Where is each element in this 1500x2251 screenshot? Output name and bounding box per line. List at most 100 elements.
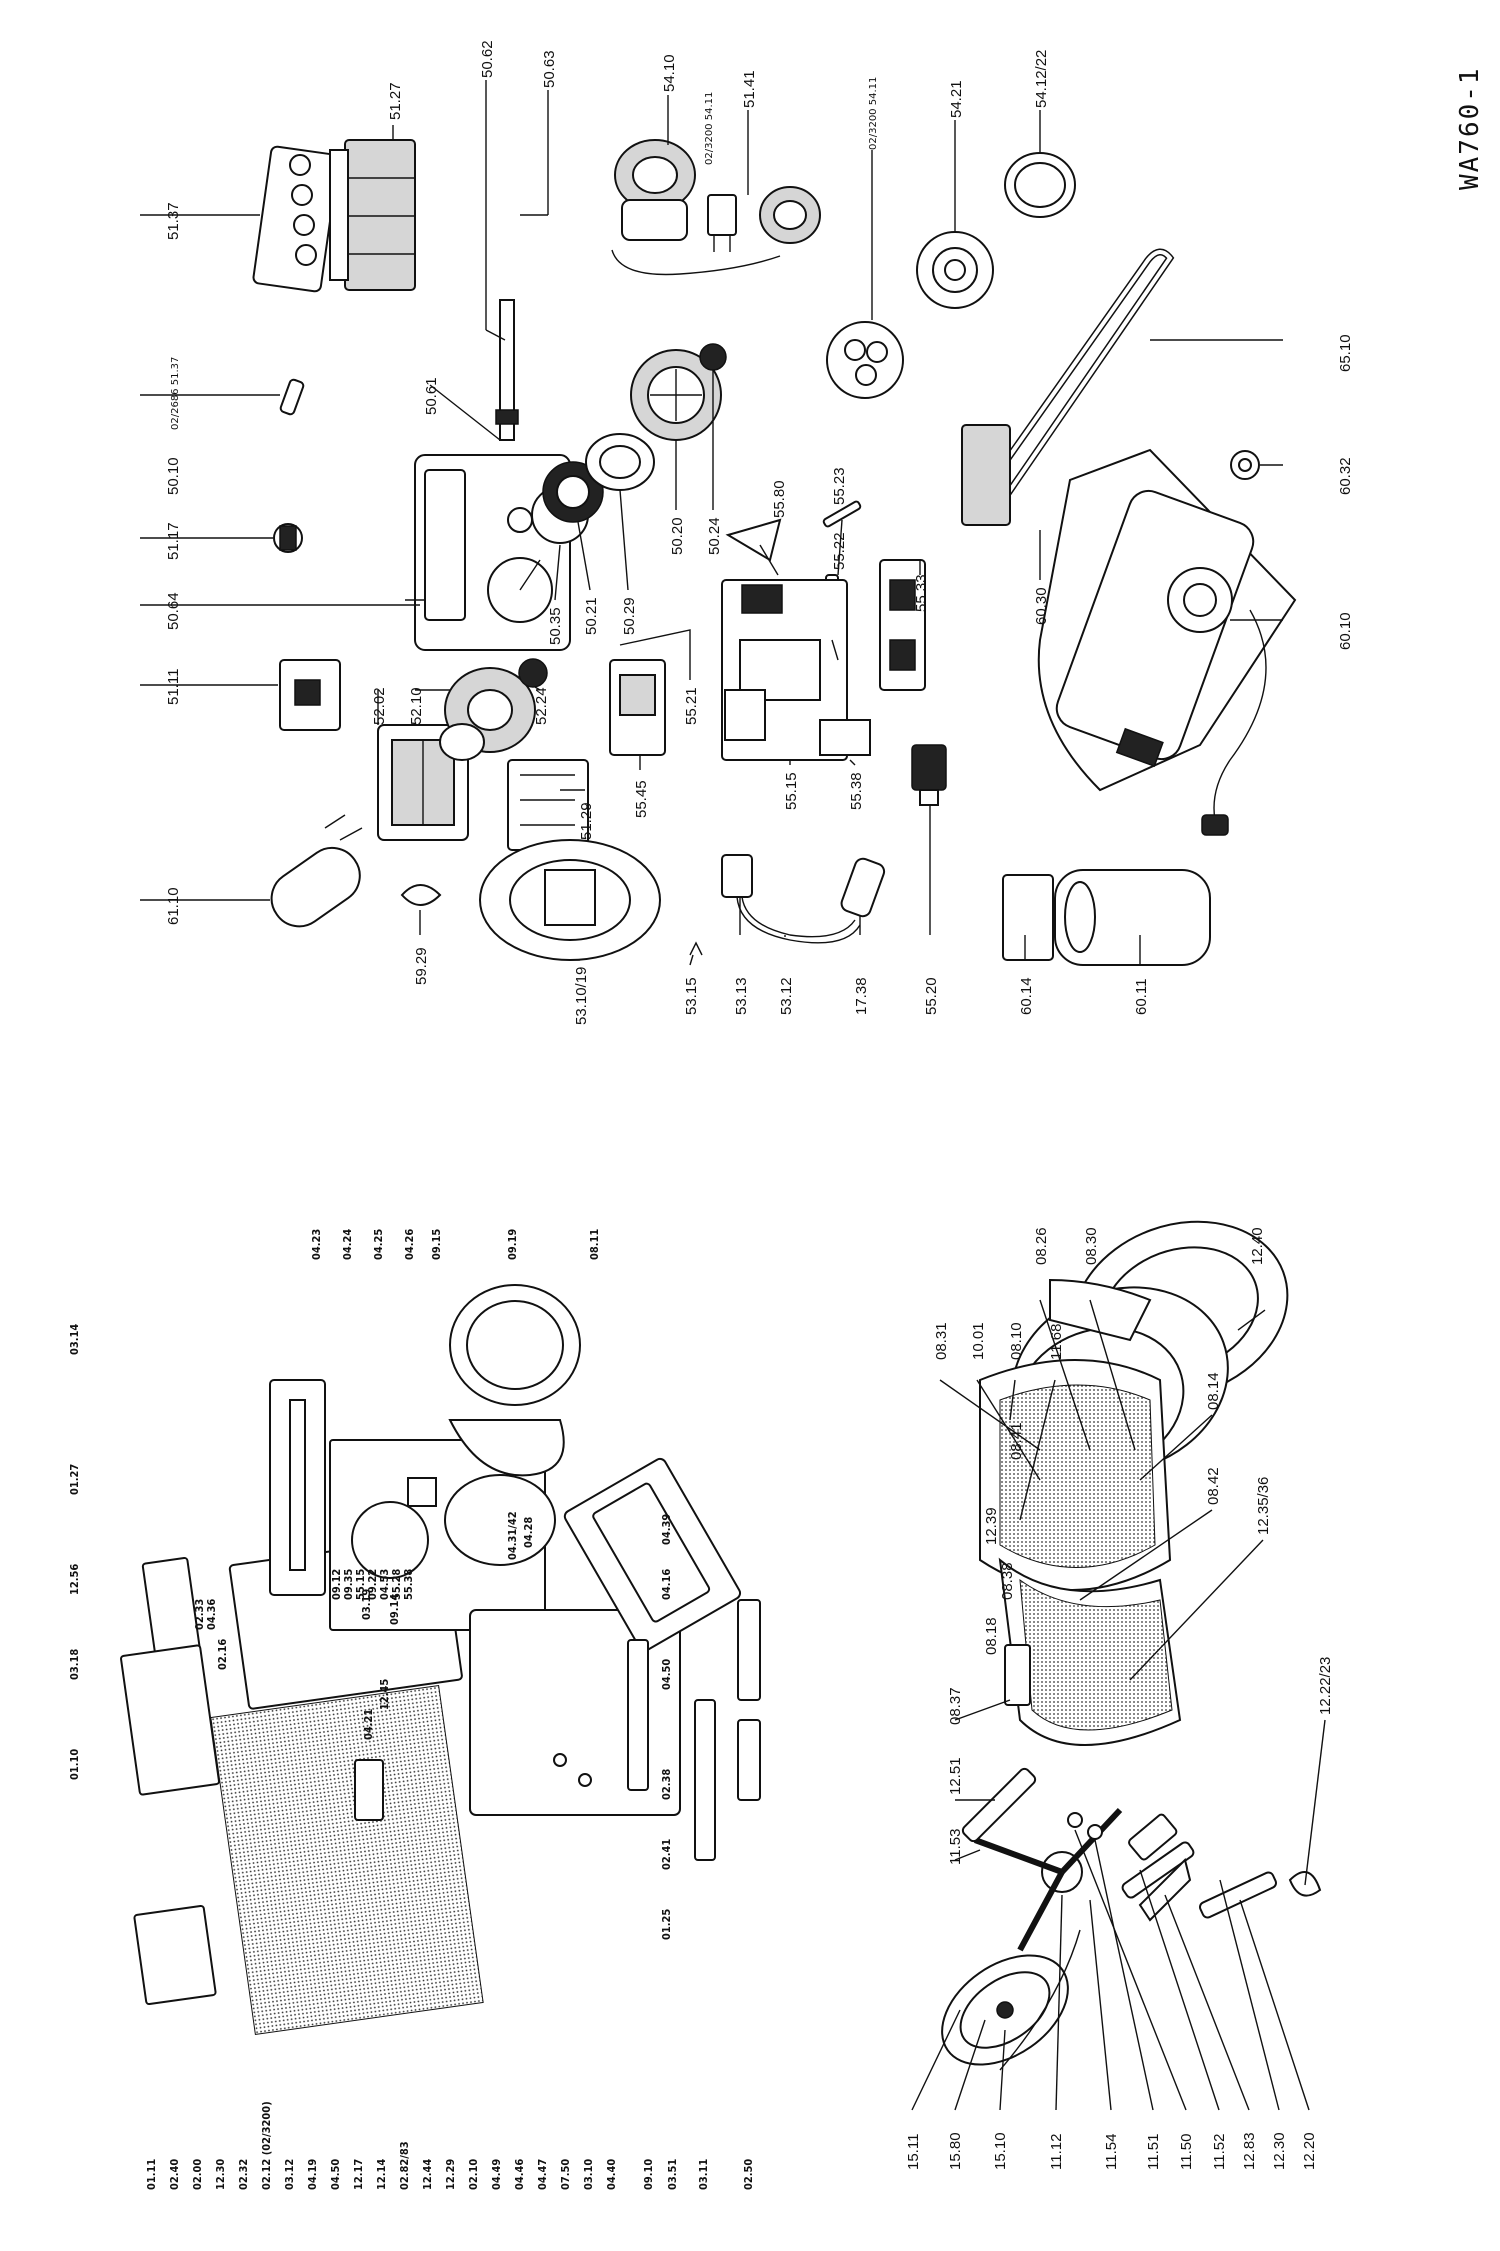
label-02-40: 02.40 (168, 2159, 181, 2190)
component-group-top (252, 139, 1297, 966)
label-12-56: 12.56 (68, 1564, 81, 1595)
label-59-29: 59.29 (413, 947, 430, 985)
label-09-12: 09.12 (330, 1569, 343, 1600)
label-03-19: 03.19 (360, 1589, 373, 1620)
label-55-45: 55.45 (633, 780, 650, 818)
label-02-41: 02.41 (660, 1839, 673, 1870)
bracket-55-80 (725, 518, 782, 562)
label-10-01: 10.01 (970, 1322, 987, 1360)
label-11-68: 11.68 (1048, 1324, 1065, 1360)
label-09-19: 09.19 (506, 1229, 519, 1260)
cabinet-side-panel (210, 1684, 484, 2036)
label-01-10: 01.10 (68, 1749, 81, 1780)
label-02-00: 02.00 (191, 2159, 204, 2190)
label-55-33: 55.33 (913, 574, 930, 612)
label-50-21: 50.21 (583, 597, 600, 635)
label-03-51: 03.51 (666, 2159, 679, 2190)
label-12-29: 12.29 (444, 2159, 457, 2190)
label-08-30: 08.30 (1083, 1227, 1100, 1265)
label-03-12: 03.12 (283, 2159, 296, 2190)
label-51-37a: 51.37 (165, 202, 182, 240)
label-04-46: 04.46 (513, 2159, 526, 2190)
relay-55-45 (609, 659, 666, 756)
label-12-30l: 12.30 (214, 2159, 227, 2190)
label-55-22: 55.22 (831, 532, 848, 570)
label-03-10: 03.10 (582, 2159, 595, 2190)
clip-59-29 (400, 884, 442, 906)
label-50-29: 50.29 (621, 597, 638, 635)
label-12-40: 12.40 (1249, 1227, 1266, 1265)
shaft-50-61 (495, 299, 519, 441)
label-04-19: 04.19 (306, 2159, 319, 2190)
label-51-27: 51.27 (387, 82, 404, 120)
label-12-83: 12.83 (1241, 2132, 1258, 2170)
label-09-22: 09.22 (366, 1569, 379, 1600)
ring-54-12 (1004, 152, 1076, 218)
drum-opening (444, 1474, 556, 1566)
label-03-11: 03.11 (697, 2159, 710, 2190)
label-50-24: 50.24 (706, 517, 723, 555)
label-55-28: 55.28 (390, 1569, 403, 1600)
label-08-18: 08.18 (983, 1617, 1000, 1655)
label-09-35: 09.35 (342, 1569, 355, 1600)
label-50-61: 50.61 (423, 377, 440, 415)
wire-55-21 (619, 629, 691, 646)
label-53-12: 53.12 (778, 977, 795, 1015)
label-08-38: 08.38 (999, 1562, 1016, 1600)
label-54-11a: 02/3200 54.11 (704, 92, 715, 165)
label-01-11: 01.11 (145, 2159, 158, 2190)
label-03-14: 03.14 (68, 1324, 81, 1355)
label-08-42: 08.42 (1205, 1467, 1222, 1505)
label-55-38b: 55.38 (402, 1569, 415, 1600)
label-12-14: 12.14 (375, 2159, 388, 2190)
switch-block-51-27 (329, 139, 416, 291)
cap-52-24 (518, 658, 548, 688)
label-08-37: 08.37 (947, 1687, 964, 1725)
label-55-23: 55.23 (831, 467, 848, 505)
label-55-15b: 55.15 (354, 1569, 367, 1600)
label-02-10: 02.10 (467, 2159, 480, 2190)
label-61-10: 61.10 (165, 887, 182, 925)
label-65-10: 65.10 (1337, 334, 1354, 372)
drum-group (941, 1220, 1322, 2071)
label-60-10: 60.10 (1337, 612, 1354, 650)
label-51-41: 51.41 (741, 70, 758, 108)
label-04-16: 04.16 (660, 1569, 673, 1600)
label-15-80: 15.80 (947, 2132, 964, 2170)
label-60-30: 60.30 (1033, 587, 1050, 625)
label-53-15: 53.15 (683, 977, 700, 1015)
label-09-10: 09.10 (642, 2159, 655, 2190)
cylinder-60-14 (1002, 869, 1211, 966)
label-11-52: 11.52 (1211, 2134, 1228, 2170)
callout-labels: 51.27 50.62 50.63 54.10 02/3200 54.11 51… (68, 40, 1354, 2190)
label-50-10: 50.10 (165, 457, 182, 495)
label-04-21: 04.21 (362, 1709, 375, 1740)
capacitor-61-10 (270, 814, 363, 928)
label-55-20: 55.20 (923, 977, 940, 1015)
label-04-23: 04.23 (310, 1229, 323, 1260)
bowl-09-15 (448, 1419, 565, 1477)
label-04-31: 04.31/42 (506, 1511, 519, 1560)
knob-50-20 (630, 349, 722, 441)
label-11-12: 11.12 (1048, 2134, 1065, 2170)
label-02-82: 02.82/83 (398, 2141, 411, 2190)
heater-65-10 (961, 248, 1175, 526)
knob-52-10 (439, 667, 536, 761)
document-code: WA760-1 (1455, 66, 1485, 190)
label-55-80: 55.80 (771, 480, 788, 518)
label-04-39: 04.39 (660, 1514, 673, 1545)
lamp-51-17 (273, 523, 303, 553)
cap-50-24 (699, 343, 727, 371)
label-11-54: 11.54 (1103, 2134, 1120, 2170)
label-08-31: 08.31 (933, 1322, 950, 1360)
label-11-50: 11.50 (1178, 2134, 1195, 2170)
label-01-25: 01.25 (660, 1909, 673, 1940)
label-04-26: 04.26 (403, 1229, 416, 1260)
label-04-25: 04.25 (372, 1229, 385, 1260)
label-04-50l: 04.50 (329, 2159, 342, 2190)
label-17-38: 17.38 (853, 977, 870, 1015)
label-02-12: 02.12 (02/3200) (260, 2101, 273, 2190)
label-12-39: 12.39 (983, 1507, 1000, 1545)
label-50-35: 50.35 (547, 607, 564, 645)
